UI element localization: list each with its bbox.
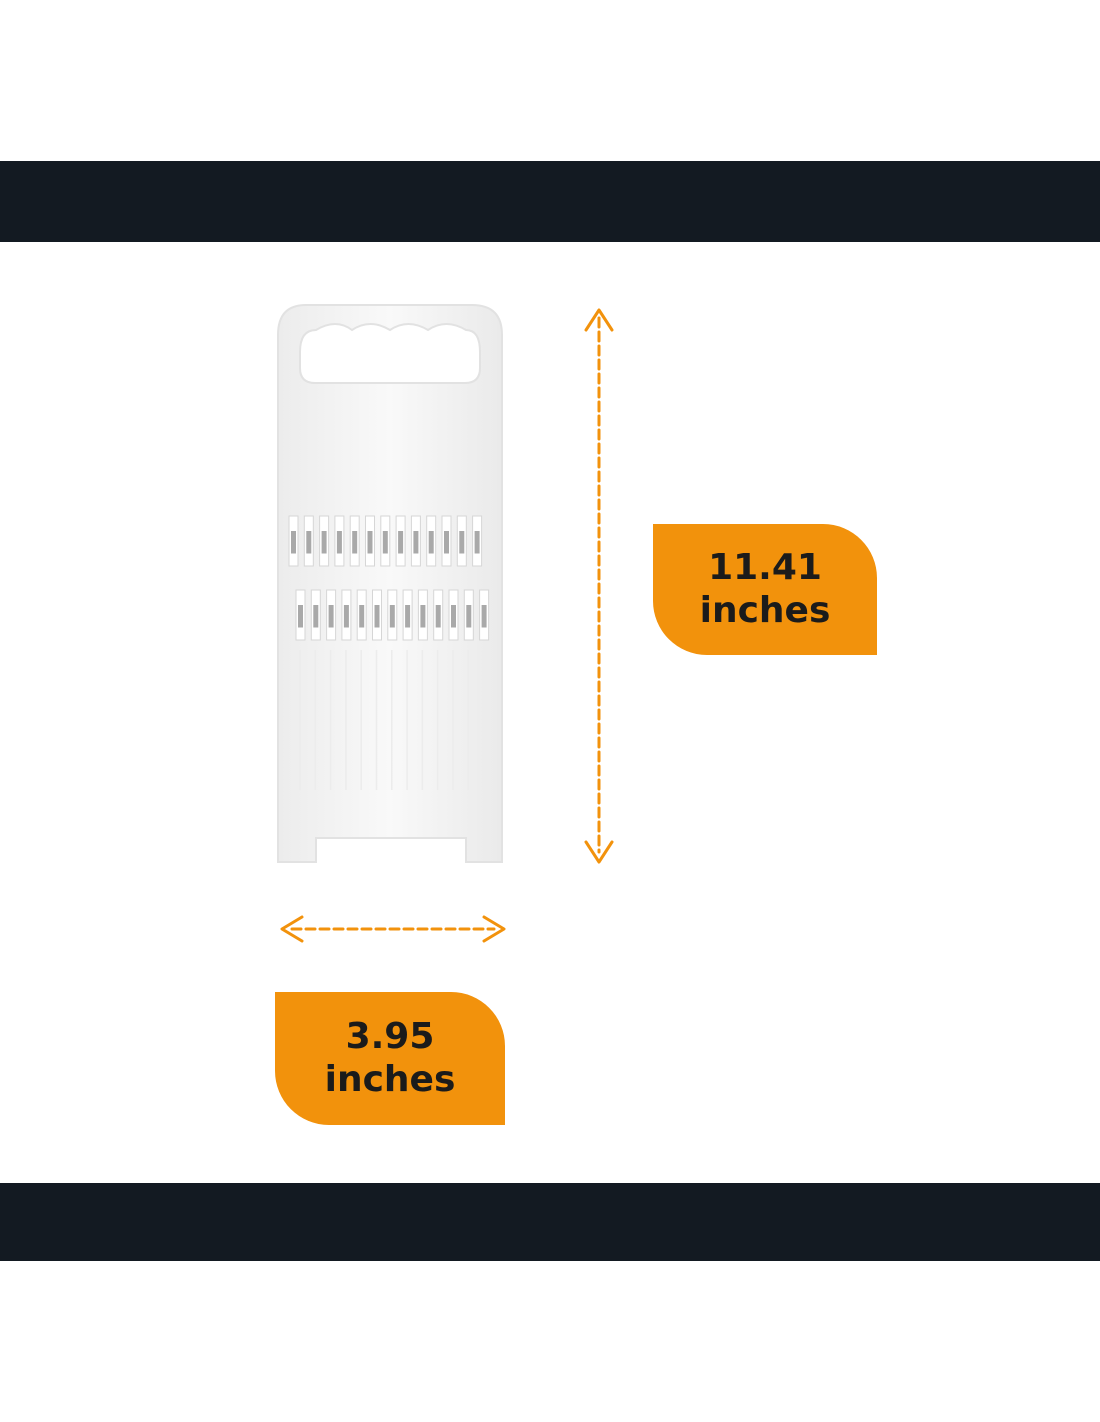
blade-edge bbox=[343, 605, 349, 628]
blade-edge bbox=[459, 531, 465, 554]
blade-edge bbox=[435, 605, 441, 628]
grater-body bbox=[277, 304, 503, 863]
bottom-dark-band bbox=[0, 1183, 1100, 1261]
blade-edge bbox=[444, 531, 449, 554]
blade-edge bbox=[398, 531, 404, 554]
blade-edge bbox=[374, 605, 380, 628]
blade-edge bbox=[336, 531, 342, 554]
blade-edge bbox=[291, 531, 296, 554]
blade-edge bbox=[328, 605, 334, 628]
blade-edge bbox=[405, 605, 411, 628]
blade-edge bbox=[382, 531, 388, 554]
blade-edge bbox=[428, 531, 434, 554]
height-dimension-label: 11.41 inches bbox=[653, 524, 877, 655]
blade-edge bbox=[466, 605, 472, 628]
blade-edge bbox=[389, 605, 395, 628]
grater-blade-rows bbox=[288, 515, 490, 641]
height-unit: inches bbox=[699, 589, 831, 631]
width-dimension-label: 3.95 inches bbox=[275, 992, 505, 1125]
blade-edge bbox=[359, 605, 365, 628]
blade-edge bbox=[352, 531, 358, 554]
blade-edge bbox=[420, 605, 426, 628]
blade-edge bbox=[474, 531, 480, 554]
blade-edge bbox=[451, 605, 456, 628]
blade-edge bbox=[481, 605, 487, 628]
blade-edge bbox=[367, 531, 373, 554]
blade-edge bbox=[298, 605, 303, 628]
blade-edge bbox=[321, 531, 327, 554]
top-dark-band bbox=[0, 161, 1100, 242]
height-value: 11.41 bbox=[708, 547, 822, 589]
width-value: 3.95 bbox=[345, 1016, 435, 1058]
width-unit: inches bbox=[324, 1058, 456, 1100]
double-headed-arrow-vertical-icon bbox=[584, 308, 614, 864]
blade-edge bbox=[413, 531, 419, 554]
grater-guide-lines bbox=[299, 650, 485, 790]
blade-edge bbox=[313, 605, 319, 628]
grater-handle-hole bbox=[299, 323, 481, 384]
blade-edge bbox=[306, 531, 312, 554]
double-headed-arrow-horizontal-icon bbox=[280, 915, 506, 943]
